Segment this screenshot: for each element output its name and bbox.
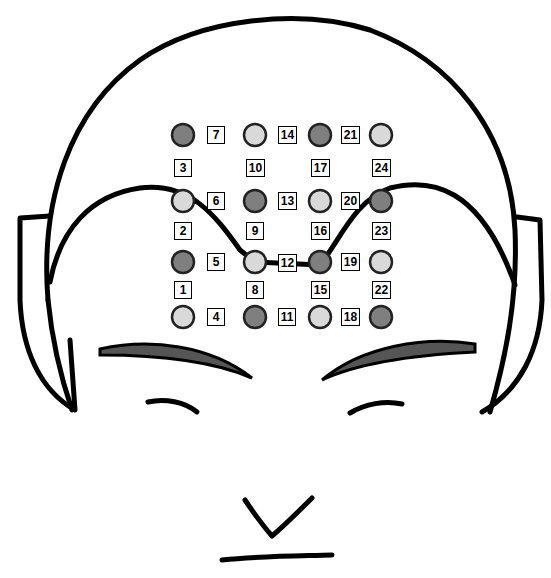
right-eye	[350, 402, 402, 413]
channel-box: 6	[207, 192, 225, 210]
channel-number: 3	[180, 162, 187, 174]
detector-optode	[172, 124, 194, 146]
detector-optode	[370, 306, 392, 328]
channel-number: 1	[180, 284, 187, 296]
channel-number: 8	[252, 284, 259, 296]
source-optode	[370, 251, 392, 273]
channel-number: 11	[281, 311, 294, 323]
channel-number: 13	[281, 195, 294, 207]
channel-box: 3	[174, 159, 192, 177]
channel-box: 13	[278, 192, 297, 210]
channel-number: 24	[375, 162, 388, 174]
channel-number: 20	[344, 195, 357, 207]
left-eye	[148, 400, 197, 412]
channel-box: 4	[207, 308, 225, 326]
channel-number: 17	[314, 162, 327, 174]
channel-box: 14	[278, 126, 297, 144]
detector-optode	[172, 251, 194, 273]
channel-box: 2	[174, 222, 192, 240]
source-optode	[309, 306, 331, 328]
channel-number: 18	[344, 311, 357, 323]
channel-box: 20	[341, 192, 360, 210]
channel-number: 9	[252, 225, 259, 237]
channel-number: 10	[249, 162, 262, 174]
channel-number: 2	[180, 225, 187, 237]
channel-box: 8	[246, 281, 264, 299]
channel-number: 21	[344, 129, 357, 141]
channel-number: 14	[281, 129, 294, 141]
channel-box: 16	[311, 222, 330, 240]
head-outline	[47, 19, 516, 412]
channel-box: 10	[246, 159, 265, 177]
channel-box: 19	[341, 253, 360, 271]
detector-optode	[309, 251, 331, 273]
detector-optode	[244, 190, 266, 212]
detector-optode	[370, 190, 392, 212]
left-cheek	[48, 300, 72, 410]
source-optode	[244, 251, 266, 273]
hairline	[50, 185, 515, 285]
detector-optode	[309, 124, 331, 146]
channel-number: 23	[375, 225, 388, 237]
channel-box: 18	[341, 308, 360, 326]
channel-box: 15	[311, 281, 330, 299]
right-ear	[482, 217, 542, 412]
source-optode	[244, 124, 266, 146]
channel-number: 5	[213, 256, 220, 268]
channel-box: 1	[174, 281, 192, 299]
source-optode	[370, 124, 392, 146]
channel-box: 11	[278, 308, 296, 326]
nose	[245, 498, 312, 536]
channel-number: 22	[375, 284, 388, 296]
source-optode	[172, 190, 194, 212]
right-eyebrow	[322, 341, 475, 380]
channel-number: 19	[344, 256, 357, 268]
mouth	[222, 555, 332, 560]
channel-box: 22	[372, 281, 391, 299]
channel-number: 4	[213, 311, 220, 323]
channel-box: 17	[311, 159, 330, 177]
channel-number: 15	[314, 284, 327, 296]
channel-box: 21	[341, 126, 360, 144]
channel-number: 16	[314, 225, 327, 237]
channel-box: 23	[372, 222, 391, 240]
channel-box: 7	[207, 126, 225, 144]
source-optode	[309, 190, 331, 212]
channel-number: 12	[281, 257, 294, 269]
channel-box: 12	[278, 254, 297, 272]
channel-number: 6	[213, 195, 220, 207]
channel-box: 24	[372, 159, 391, 177]
source-optode	[172, 306, 194, 328]
channel-box: 9	[246, 222, 264, 240]
detector-optode	[244, 306, 266, 328]
channel-number: 7	[213, 129, 220, 141]
left-eyebrow	[100, 344, 252, 378]
left-ear	[20, 216, 75, 410]
channel-box: 5	[207, 253, 225, 271]
